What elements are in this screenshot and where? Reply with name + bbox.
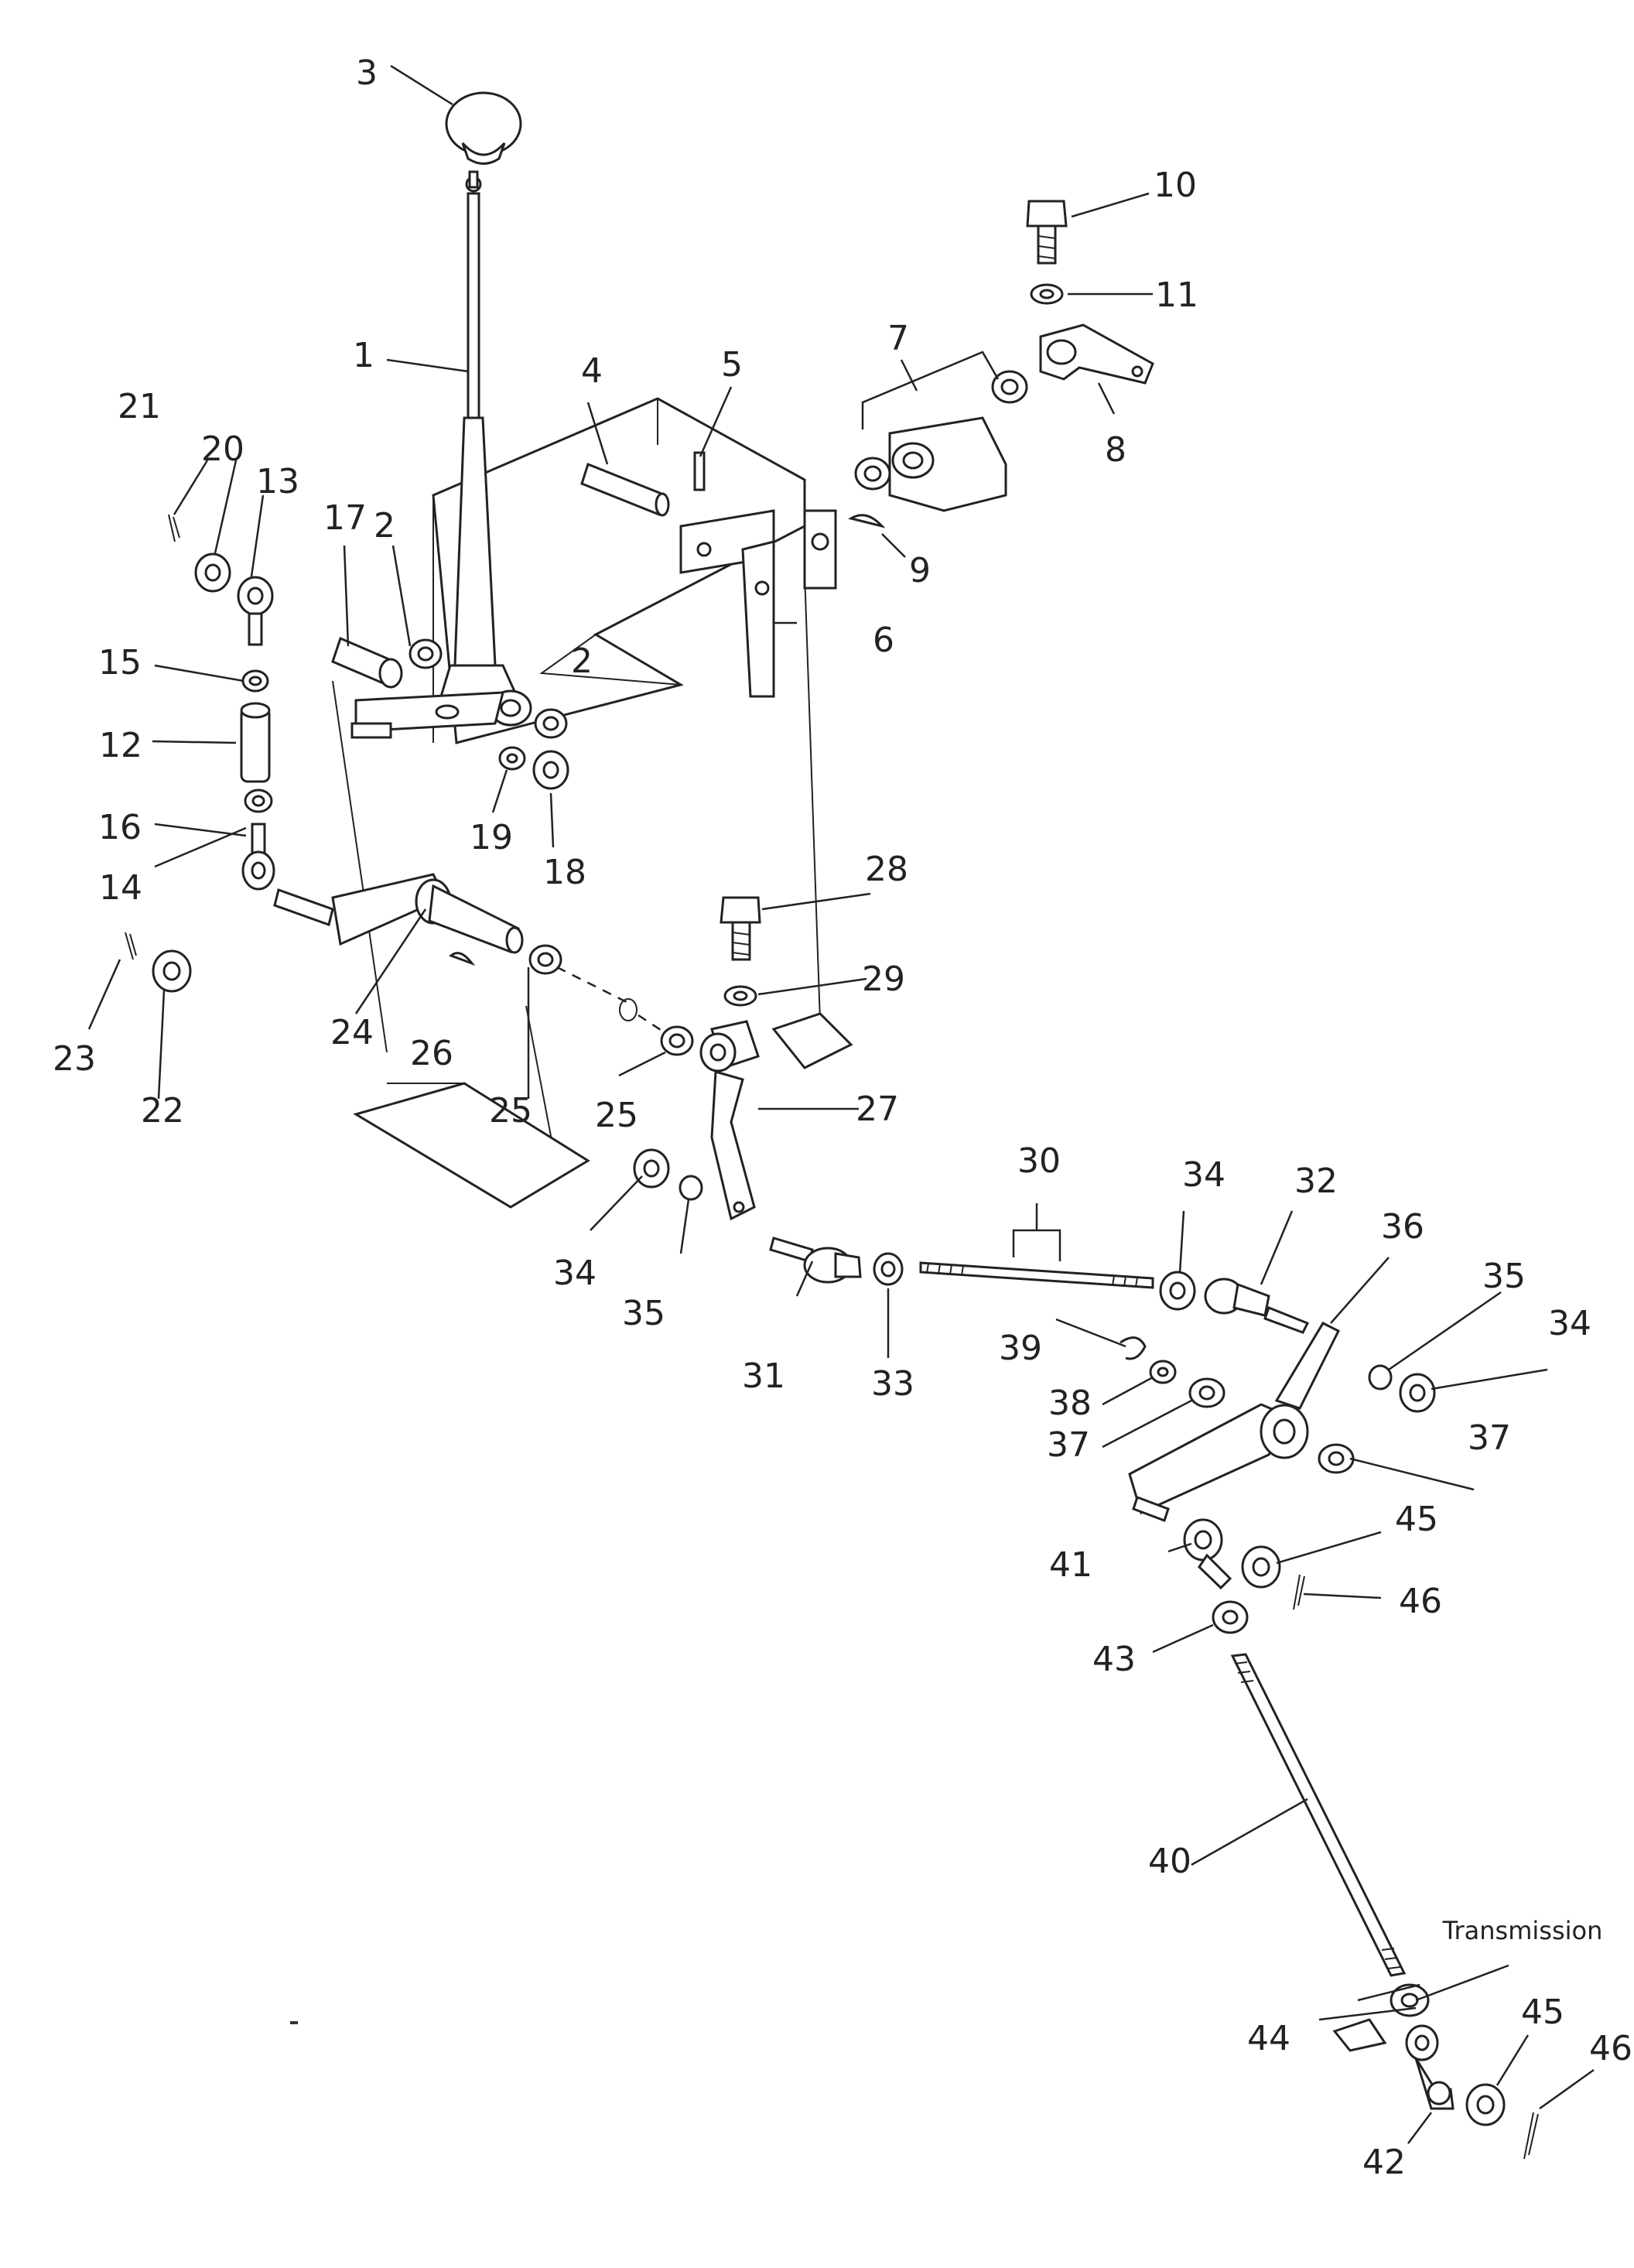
- pin-4: [580, 463, 670, 517]
- lower-linkage: [1183, 1518, 1539, 2160]
- callout-31: 31: [742, 1356, 785, 1396]
- callout-20: 20: [201, 429, 244, 469]
- callout-15: 15: [98, 643, 142, 682]
- callout-41: 41: [1049, 1545, 1092, 1585]
- spring-pin-5: [693, 451, 706, 491]
- leader-lines: [87, 64, 1595, 2144]
- callout-16: 16: [98, 808, 142, 847]
- callout-44: 44: [1247, 2019, 1290, 2058]
- shift-lever: [350, 170, 532, 739]
- callout-14: 14: [99, 868, 142, 908]
- callout-35: 35: [622, 1294, 665, 1333]
- callout-11: 11: [1155, 275, 1198, 315]
- callout-25: 25: [489, 1091, 532, 1131]
- callout-34: 34: [1182, 1155, 1226, 1195]
- callout-7: 7: [887, 319, 909, 358]
- callout-36: 36: [1381, 1207, 1424, 1247]
- callout-37: 37: [1468, 1418, 1511, 1458]
- stray-mark: [290, 2021, 298, 2024]
- bracket-6: [679, 509, 837, 698]
- callout-27: 27: [856, 1090, 899, 1129]
- callout-6: 6: [873, 621, 894, 660]
- assembly-lines: [556, 966, 666, 1035]
- callout-22: 22: [141, 1091, 184, 1131]
- left-linkage: [125, 514, 694, 1056]
- callout-12: 12: [99, 726, 142, 765]
- callout-23: 23: [53, 1039, 96, 1079]
- arm-8: [1039, 323, 1154, 385]
- callout-35: 35: [1482, 1257, 1526, 1296]
- callout-10: 10: [1154, 166, 1197, 205]
- callout-32: 32: [1294, 1161, 1338, 1201]
- callout-38: 38: [1048, 1384, 1092, 1423]
- callout-3: 3: [356, 53, 378, 93]
- callout-5: 5: [721, 345, 743, 385]
- callout-46: 46: [1589, 2029, 1632, 2068]
- callout-4: 4: [581, 351, 603, 391]
- callout-46: 46: [1399, 1582, 1442, 1621]
- callout-2: 2: [571, 641, 593, 681]
- lock-washer-11: [1030, 283, 1064, 305]
- callout-40: 40: [1148, 1842, 1191, 1881]
- callout-29: 29: [862, 960, 905, 999]
- callout-25: 25: [595, 1096, 638, 1135]
- shift-lever-housing: [332, 397, 853, 1209]
- bolt-10: [1026, 200, 1068, 265]
- lever-27: [699, 896, 761, 1221]
- callout-9: 9: [909, 551, 931, 590]
- callout-19: 19: [470, 818, 513, 857]
- callout-18: 18: [543, 853, 586, 892]
- callout-2: 2: [374, 506, 395, 546]
- lever-housing-7: [854, 370, 1028, 512]
- transmission-note: Transmission: [1442, 1916, 1603, 1945]
- callout-8: 8: [1105, 430, 1126, 470]
- callout-28: 28: [865, 850, 908, 889]
- callout-33: 33: [871, 1364, 914, 1404]
- callout-43: 43: [1092, 1640, 1136, 1679]
- knob: [445, 91, 522, 165]
- callout-39: 39: [999, 1329, 1042, 1368]
- callout-24: 24: [330, 1013, 374, 1052]
- callout-45: 45: [1521, 1993, 1564, 2032]
- callout-34: 34: [553, 1254, 597, 1293]
- callout-1: 1: [353, 336, 374, 375]
- callout-42: 42: [1362, 2143, 1406, 2182]
- bell-crank-36: [1128, 1322, 1341, 1522]
- middle-linkage: [633, 1148, 1436, 1474]
- callout-labels: 1 2 2 3 4 5 6 7 8 9 10 11 12 13 14 15 16…: [53, 53, 1632, 2182]
- callout-21: 21: [118, 387, 161, 426]
- callout-34: 34: [1548, 1304, 1591, 1343]
- callout-13: 13: [256, 462, 299, 501]
- callout-37: 37: [1047, 1425, 1090, 1465]
- callout-26: 26: [410, 1034, 453, 1073]
- key-9: [848, 514, 886, 529]
- callout-45: 45: [1395, 1500, 1438, 1539]
- callout-30: 30: [1017, 1141, 1061, 1181]
- callout-17: 17: [323, 498, 367, 538]
